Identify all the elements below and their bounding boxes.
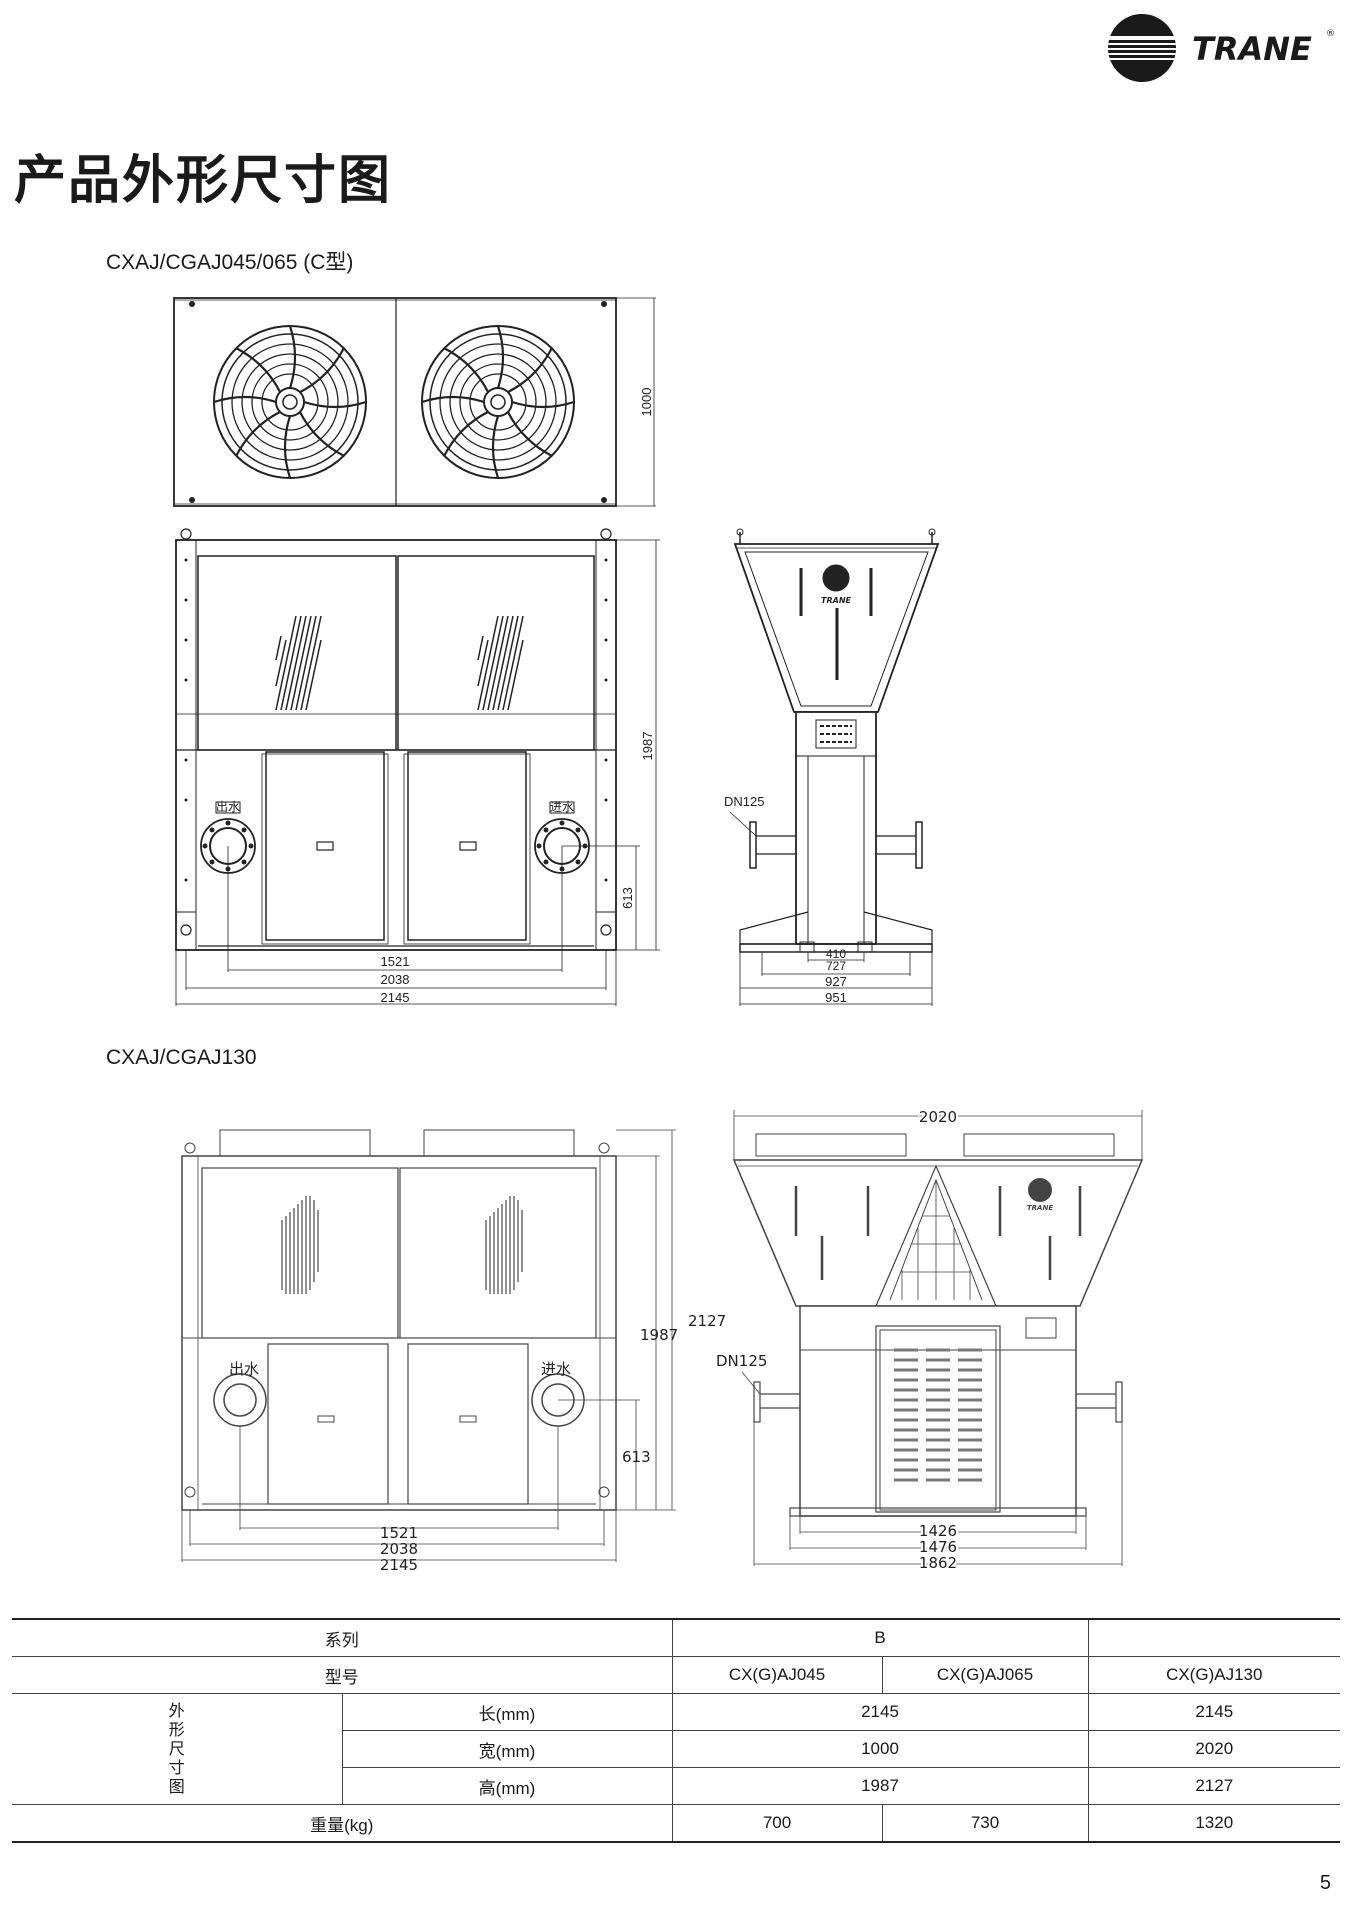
s1-side-logo-text: TRANE — [821, 596, 852, 605]
model-130: CX(G)AJ130 — [1087, 1656, 1340, 1694]
s2-front-view — [181, 1129, 676, 1562]
height-value-b: 1987 — [671, 1767, 1088, 1805]
s2-dim-height: 1987 — [640, 1326, 678, 1344]
s2-dim-dn: DN125 — [716, 1352, 767, 1370]
length-value-b: 2145 — [671, 1693, 1088, 1731]
height-value-130: 2127 — [1087, 1767, 1340, 1805]
width-label: 宽(mm) — [341, 1730, 672, 1768]
width-value-b: 1000 — [671, 1730, 1088, 1768]
s1-dim-w2: 2038 — [381, 972, 410, 987]
dimension-group-label: 外 形 尺 寸 图 — [12, 1693, 342, 1805]
s1-top-view: 1000 — [173, 297, 656, 507]
series-value: B — [671, 1618, 1088, 1657]
s1-dim-w3: 2145 — [381, 990, 410, 1005]
brand-wordmark: TRANE — [1192, 30, 1312, 68]
s1-dim-inlet-height: 613 — [620, 887, 635, 909]
s2-dim-inlet-height: 613 — [622, 1448, 651, 1466]
model-045: CX(G)AJ045 — [671, 1656, 882, 1694]
series-label: 系列 — [12, 1618, 672, 1657]
s1-front-view — [175, 528, 660, 1006]
s2-dim-s1: 1426 — [919, 1522, 957, 1540]
s1-dim-w1: 1521 — [381, 954, 410, 969]
width-value-130: 2020 — [1087, 1730, 1340, 1768]
trane-logo: TRANE ® — [1100, 12, 1340, 82]
s1-dim-height: 1987 — [640, 732, 655, 761]
s2-side-view — [732, 1110, 1144, 1566]
dimension-drawings: 1000 — [173, 297, 1144, 1574]
s2-dim-s2: 1476 — [919, 1538, 957, 1556]
length-label: 长(mm) — [341, 1693, 672, 1731]
s1-outlet-label: 出水 — [216, 800, 240, 814]
s2-dim-total-height: 2127 — [688, 1312, 726, 1330]
s1-dim-depth: 1000 — [639, 388, 654, 417]
section2-title: CXAJ/CGAJ130 — [106, 1046, 257, 1069]
s2-side-labels: 2020 TRANE DN125 1426 1476 1862 — [716, 1106, 1053, 1574]
s1-dim-s4: 951 — [825, 990, 847, 1005]
s1-dim-dn: DN125 — [724, 794, 764, 809]
table-row: 外 形 尺 寸 图 长(mm) 2145 2145 — [12, 1693, 1340, 1805]
spec-table: 系列 B 型号 CX(G)AJ045 CX(G)AJ065 CX(G)AJ130… — [12, 1618, 1340, 1843]
s1-dim-s2: 727 — [826, 959, 846, 973]
brand-reg-mark: ® — [1326, 29, 1335, 39]
table-row: 系列 B — [12, 1618, 1340, 1657]
model-065: CX(G)AJ065 — [881, 1656, 1088, 1694]
weight-065: 730 — [881, 1804, 1088, 1843]
s1-front-labels: 出水 进水 1987 613 1521 2038 2145 — [216, 732, 655, 1005]
s2-dim-top-width: 2020 — [919, 1108, 957, 1126]
s2-inlet-label: 进水 — [541, 1360, 571, 1378]
table-row: 重量(kg) 700 730 1320 — [12, 1804, 1340, 1843]
table-row: 型号 CX(G)AJ045 CX(G)AJ065 CX(G)AJ130 — [12, 1656, 1340, 1694]
s2-dim-w3: 2145 — [380, 1556, 418, 1574]
s2-dim-w2: 2038 — [380, 1540, 418, 1558]
series-value-empty — [1087, 1618, 1340, 1657]
section1-title: CXAJ/CGAJ045/065 (C型) — [106, 251, 354, 274]
s1-dim-s1: 410 — [826, 947, 846, 961]
page-number: 5 — [1319, 1872, 1331, 1894]
weight-130: 1320 — [1087, 1804, 1340, 1843]
s2-front-labels: 出水 进水 2127 1987 613 1521 2038 2145 — [229, 1312, 726, 1574]
s2-dim-w1: 1521 — [380, 1524, 418, 1542]
page-title: 产品外形尺寸图 — [14, 151, 393, 211]
weight-label: 重量(kg) — [12, 1804, 672, 1843]
table-row: 宽(mm) 1000 2020 — [12, 1730, 1340, 1768]
s1-side-labels: TRANE DN125 410 727 927 951 — [724, 596, 852, 1005]
s1-dim-s3: 927 — [825, 974, 847, 989]
s1-inlet-label: 进水 — [550, 800, 574, 814]
length-value-130: 2145 — [1087, 1693, 1340, 1731]
height-label: 高(mm) — [341, 1767, 672, 1805]
table-row: 高(mm) 1987 2127 — [12, 1767, 1340, 1805]
s2-outlet-label: 出水 — [229, 1360, 259, 1378]
model-label: 型号 — [12, 1656, 672, 1694]
weight-045: 700 — [671, 1804, 882, 1843]
s1-side-view — [729, 528, 940, 1006]
s2-side-logo-text: TRANE — [1027, 1204, 1053, 1212]
s2-dim-s3: 1862 — [919, 1554, 957, 1572]
